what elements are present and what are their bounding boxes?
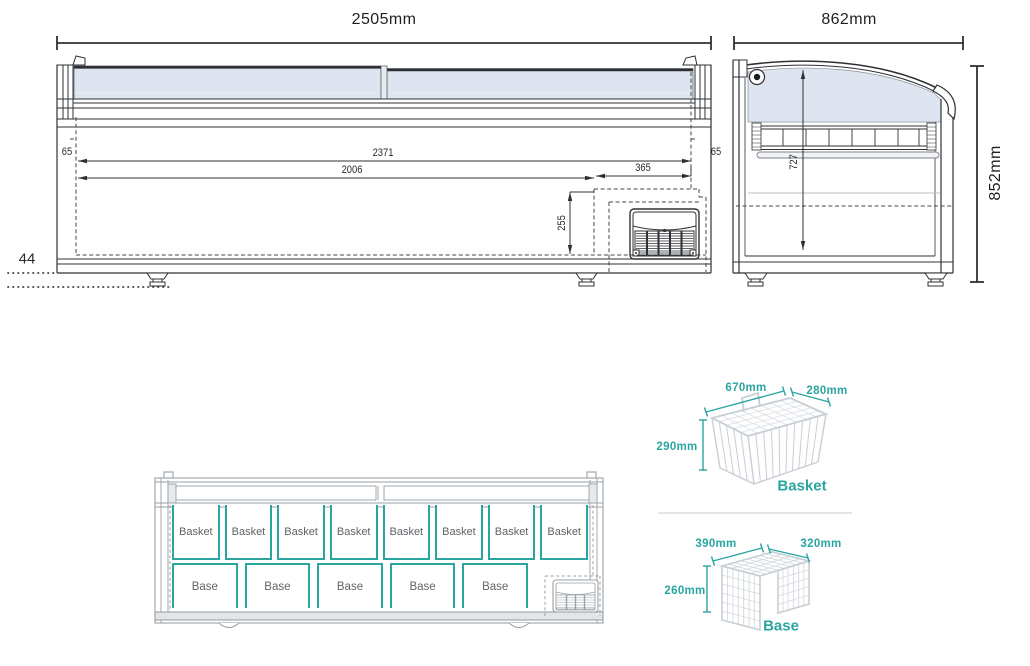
base-depth-dim: 320mm [800,538,842,550]
inner-width-dim: 2371 [372,147,394,159]
basket-slot: Basket [224,505,273,560]
side-overall-height-label: 852mm [987,145,1004,201]
basket-slot: Basket [329,505,378,560]
basket-slot: Basket [277,505,325,560]
front-dimension-lines [78,158,692,254]
accessory-dimension-lines [699,386,832,613]
right-inset-dim: 65 [710,146,722,158]
basket-height-dim: 290mm [656,441,698,453]
front-overall-width-label: 2505mm [351,11,417,28]
base-length-dim: 390mm [695,538,737,550]
side-overall-depth-label: 862mm [821,11,877,28]
basket-detail-title: Basket [777,477,827,495]
base-slot: Base [389,563,456,608]
side-view-drawing [732,36,984,287]
basket-length-dim: 670mm [725,382,767,394]
basket-slot: Basket [487,505,536,560]
base-slot: Base [462,563,528,608]
base-slot: Base [317,563,383,608]
basket-slot: Basket [382,505,431,560]
compressor-grille-icon [629,208,700,260]
base-slot: Base [244,563,311,608]
machine-height-dim: 255 [556,215,568,231]
usable-width-dim: 2006 [341,164,363,176]
inner-height-dim: 727 [788,154,800,170]
foot-height-dim: 44 [18,250,36,268]
base-height-dim: 260mm [664,585,706,597]
front-view-drawing [7,36,712,288]
base-row: Base Base Base Base Base [172,563,528,608]
left-inset-dim: 65 [61,146,73,158]
machine-width-dim: 365 [635,162,651,174]
base-detail-title: Base [763,617,799,635]
basket-row: Basket Basket Basket Basket Basket Baske… [172,505,588,560]
basket-slot: Basket [540,505,588,560]
basket-slot: Basket [172,505,220,560]
layout-compressor-icon [552,579,599,613]
base-slot: Base [172,563,238,608]
basket-slot: Basket [435,505,483,560]
basket-depth-dim: 280mm [806,385,848,397]
basket-wireframe [709,391,829,485]
